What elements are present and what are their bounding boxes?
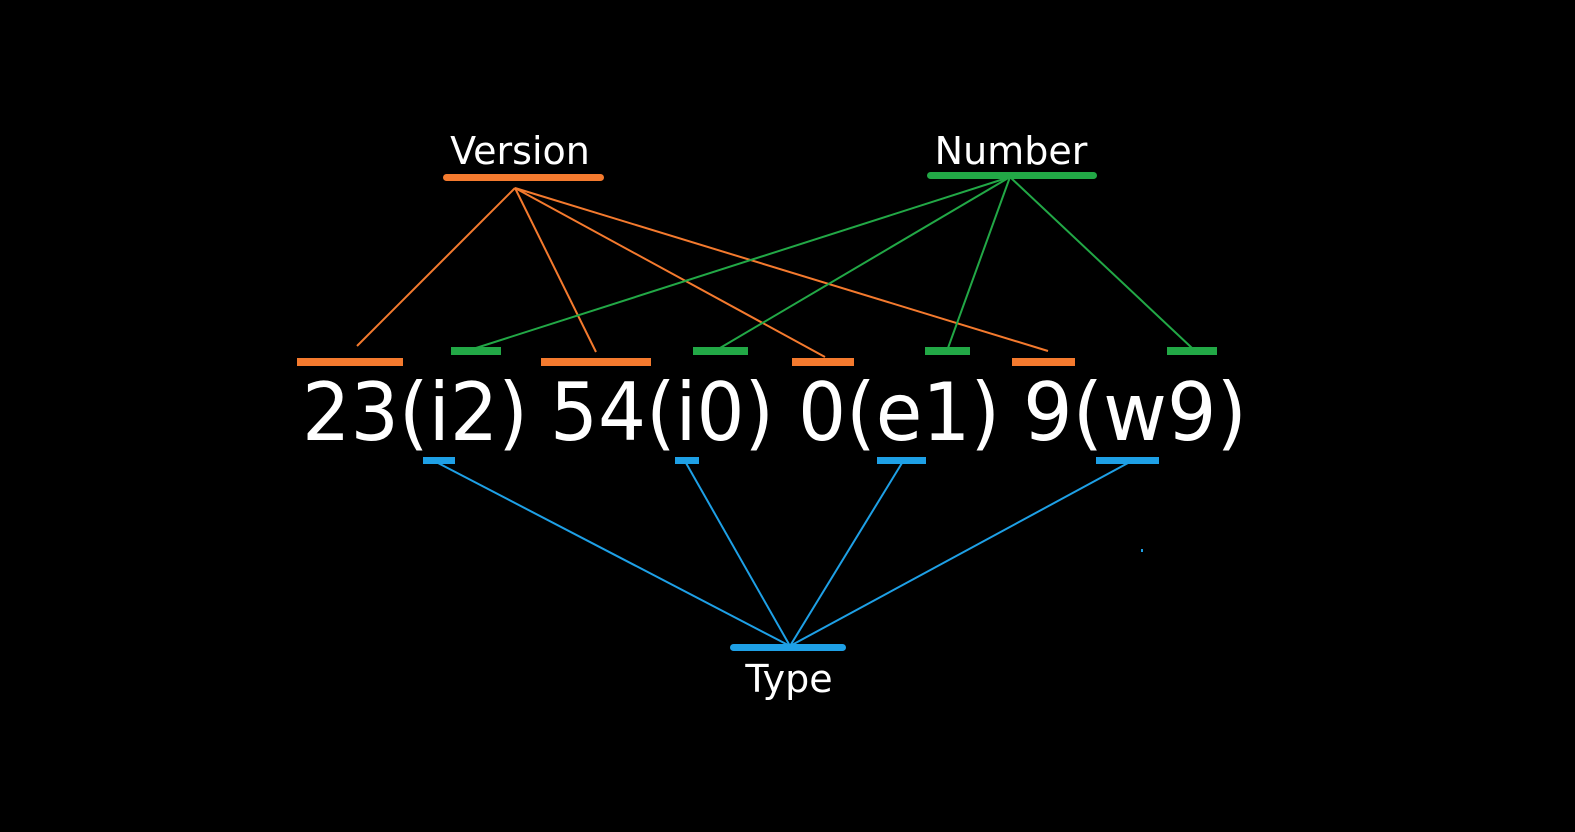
number-line-3 [947, 176, 1011, 349]
number-underline [927, 172, 1097, 179]
version-underline [443, 174, 604, 181]
code-token-3: 0(e1) [798, 366, 1000, 459]
version-line-4 [514, 187, 1049, 352]
type-bar [730, 644, 846, 651]
number-line-2 [719, 176, 1011, 349]
number-line-1 [475, 176, 1011, 349]
version-marker-1 [297, 358, 403, 366]
version-line-2 [514, 187, 597, 353]
code-token-2: 54(i0) [550, 366, 774, 459]
type-marker-2 [675, 457, 699, 464]
version-line-1 [356, 187, 516, 347]
type-connectors [437, 462, 1129, 647]
number-line-4 [1009, 176, 1193, 349]
type-label: Type [744, 657, 832, 701]
type-segment-markers [423, 457, 1159, 552]
number-marker-2 [693, 347, 748, 355]
type-marker-1 [423, 457, 455, 464]
number-marker-3 [925, 347, 970, 355]
type-line-3 [789, 462, 903, 647]
type-line-4 [789, 462, 1129, 647]
type-marker-3 [877, 457, 926, 464]
number-segment-markers [451, 347, 1217, 355]
version-marker-2 [541, 358, 651, 366]
stray-dot [1141, 549, 1143, 552]
number-marker-1 [451, 347, 501, 355]
version-segment-markers [297, 358, 1075, 366]
version-line-3 [514, 187, 826, 358]
number-label: Number [935, 129, 1088, 173]
type-line-1 [437, 462, 791, 647]
version-marker-4 [1012, 358, 1075, 366]
code-token-4: 9(w9) [1023, 366, 1247, 459]
version-label: Version [450, 129, 590, 173]
type-marker-4 [1096, 457, 1159, 464]
number-marker-4 [1167, 347, 1217, 355]
code-token-1: 23(i2) [302, 366, 528, 459]
version-marker-3 [792, 358, 854, 366]
version-connectors [356, 187, 1049, 358]
number-connectors [475, 176, 1193, 349]
type-line-2 [685, 462, 791, 647]
